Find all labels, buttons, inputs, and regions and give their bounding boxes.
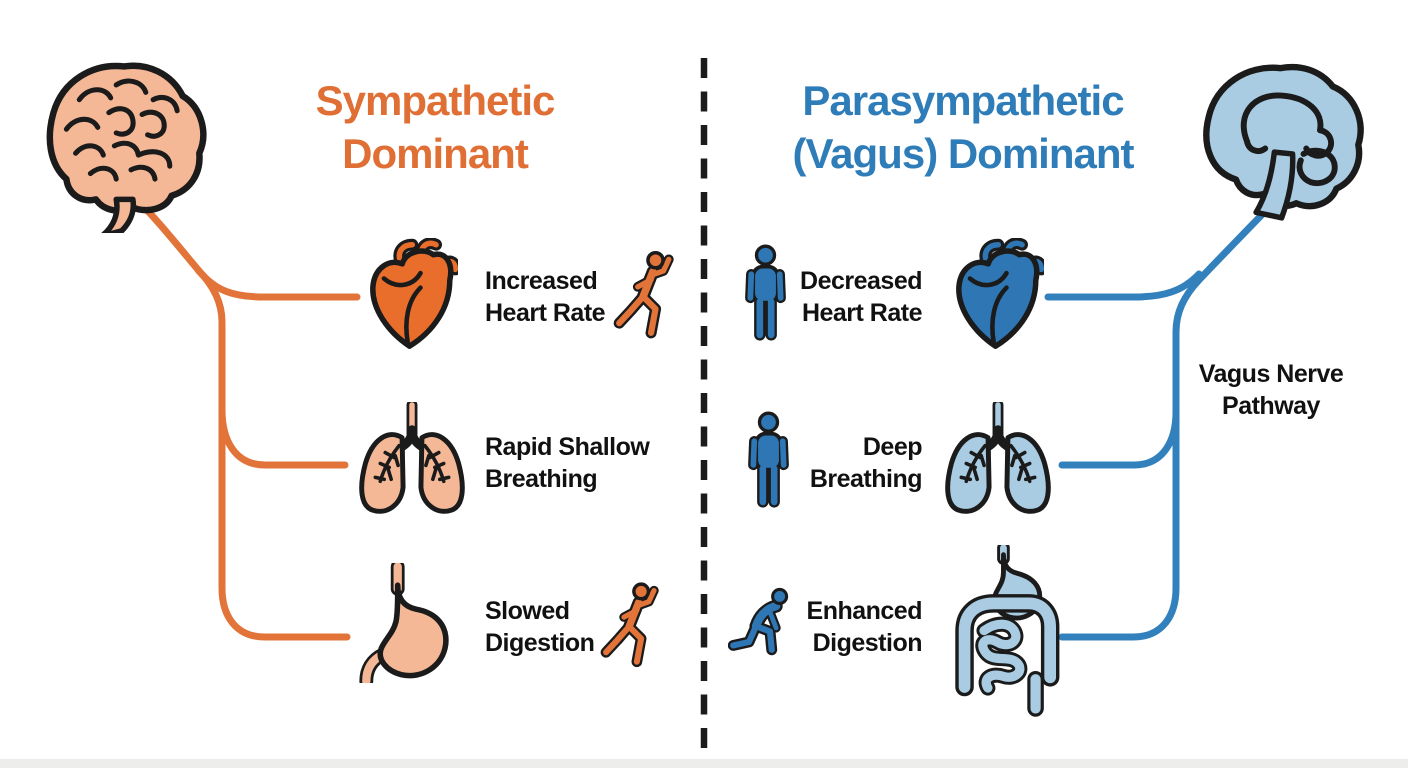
running-person-icon bbox=[613, 250, 674, 339]
label-increased-heart-rate: Increased Heart Rate bbox=[485, 267, 606, 327]
brain-lateral-icon bbox=[46, 62, 207, 233]
stomach-icon bbox=[359, 563, 449, 683]
heart-icon bbox=[956, 238, 1044, 349]
heart-icon bbox=[370, 238, 458, 349]
label-vagus-nerve-pathway: Vagus Nerve Pathway bbox=[1198, 360, 1344, 420]
sympathetic-title-line2: Dominant bbox=[342, 130, 529, 177]
parasympathetic-title: Parasympathetic (Vagus) Dominant bbox=[763, 74, 1163, 180]
vagus-pathway-lines bbox=[1044, 188, 1288, 641]
brain-sagittal-icon bbox=[1203, 63, 1364, 221]
parasympathetic-title-line2: (Vagus) Dominant bbox=[792, 130, 1134, 177]
lungs-icon bbox=[945, 402, 1051, 514]
standing-person-icon bbox=[745, 244, 786, 341]
running-person-icon bbox=[600, 582, 659, 668]
label-enhanced-digestion: Enhanced Digestion bbox=[806, 597, 923, 657]
kneeling-person-icon bbox=[728, 587, 789, 656]
lungs-icon bbox=[359, 402, 465, 514]
intestines-icon bbox=[955, 545, 1060, 717]
sympathetic-title: Sympathetic Dominant bbox=[235, 74, 635, 180]
sympathetic-pathway-lines bbox=[122, 184, 361, 641]
label-decreased-heart-rate: Decreased Heart Rate bbox=[800, 267, 922, 327]
standing-person-icon bbox=[748, 411, 789, 508]
label-rapid-shallow-breathing: Rapid Shallow Breathing bbox=[485, 433, 650, 493]
label-slowed-digestion: Slowed Digestion bbox=[485, 597, 595, 657]
bottom-edge-strip bbox=[0, 759, 1408, 768]
label-deep-breathing: Deep Breathing bbox=[809, 433, 923, 493]
parasympathetic-title-line1: Parasympathetic bbox=[802, 77, 1124, 124]
sympathetic-title-line1: Sympathetic bbox=[315, 77, 556, 124]
